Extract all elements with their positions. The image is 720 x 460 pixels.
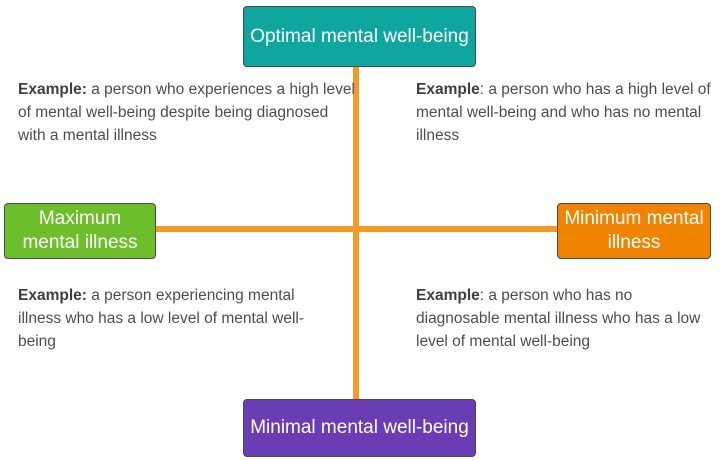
- example-prefix: Example: [416, 287, 480, 304]
- example-text: a person experiencing mental illness who…: [18, 287, 305, 350]
- example-text: a person who experiences a high level of…: [18, 81, 355, 144]
- example-text: : a person who has a high level of menta…: [416, 81, 711, 144]
- maximum-illness-box: Maximum mental illness: [4, 203, 156, 259]
- optimal-wellbeing-box: Optimal mental well-being: [243, 6, 476, 67]
- quadrant-bottom-right-example: Example: a person who has no diagnosable…: [416, 284, 706, 353]
- minimum-illness-box: Minimum mental illness: [557, 203, 711, 259]
- example-prefix: Example:: [18, 81, 87, 98]
- minimum-illness-label: Minimum mental illness: [564, 208, 704, 253]
- quadrant-bottom-left-example: Example: a person experiencing mental il…: [18, 284, 328, 353]
- quadrant-top-right-example: Example: a person who has a high level o…: [416, 78, 716, 147]
- illness-axis-line: [150, 226, 570, 232]
- example-prefix: Example:: [18, 287, 87, 304]
- optimal-wellbeing-label: Optimal mental well-being: [250, 25, 469, 47]
- example-text: : a person who has no diagnosable mental…: [416, 287, 701, 350]
- minimal-wellbeing-box: Minimal mental well-being: [243, 399, 476, 457]
- quadrant-top-left-example: Example: a person who experiences a high…: [18, 78, 358, 147]
- example-prefix: Example: [416, 81, 480, 98]
- wellbeing-axis-line: [353, 40, 359, 425]
- minimal-wellbeing-label: Minimal mental well-being: [250, 417, 469, 438]
- maximum-illness-label: Maximum mental illness: [22, 208, 138, 253]
